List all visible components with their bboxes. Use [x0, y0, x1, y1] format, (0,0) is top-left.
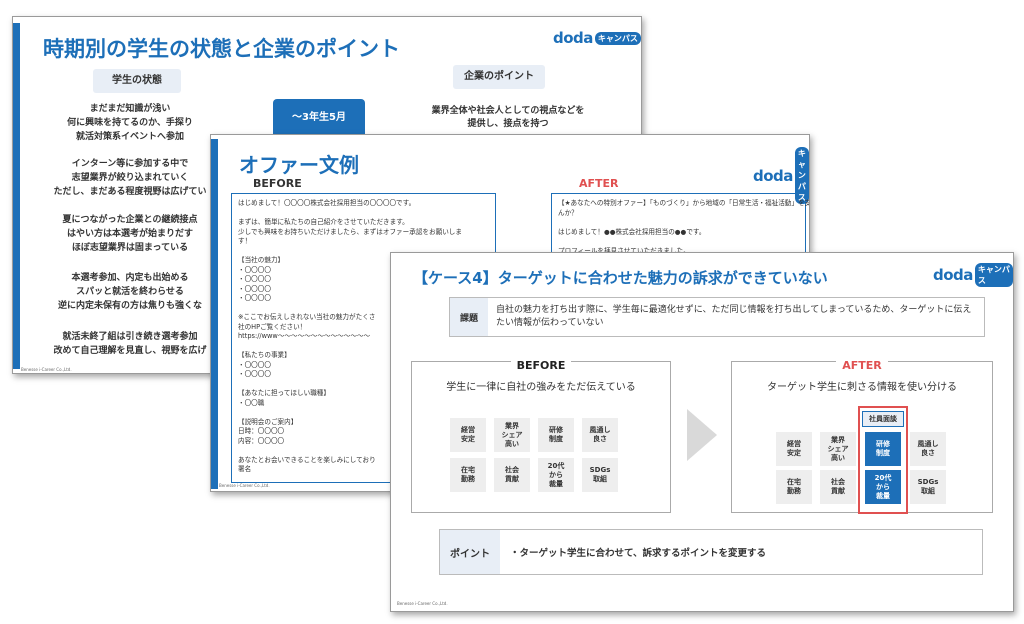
issue-label: 課題 [450, 298, 488, 336]
tile-remote-work: 在宅 勤務 [450, 458, 486, 492]
tile-social-contribution: 社会 貢献 [494, 458, 530, 492]
offer-line: あなたとお会いできることを楽しみにしており [238, 455, 376, 464]
after-offer-text: 【★あなたへの特別オファー】「ものづくり」から地域の「日常生活・福祉活動」を支え… [551, 193, 810, 264]
tile-management-stability: 経営 安定 [450, 418, 486, 452]
before-panel: BEFORE 学生に一律に自社の強みをただ伝えている 経営 安定 業界 シェア … [411, 359, 671, 513]
tile-training-system-highlighted: 研修 制度 [865, 432, 901, 466]
offer-line: 【私たちの事業】 [238, 351, 291, 359]
tile-sdgs: SDGs 取組 [582, 458, 618, 492]
tile-industry-share: 業界 シェア 高い [820, 432, 856, 466]
point-label: ポイント [440, 530, 500, 574]
tile-open-culture: 風通し 良さ [910, 432, 946, 466]
offer-line: 【★あなたへの特別オファー】「ものづくり」から地域の「日常生活・福祉活動」を支え… [558, 199, 810, 207]
tile-management-stability: 経営 安定 [776, 432, 812, 466]
accent-bar [13, 23, 20, 369]
footer-credit: Benesse i-Career Co.,Ltd. [21, 367, 72, 372]
offer-line: 日時：〇〇〇〇 [238, 427, 285, 435]
tile-training-system: 研修 制度 [538, 418, 574, 452]
before-heading: BEFORE [510, 359, 572, 372]
offer-line: プロフィールを拝見させていただきました。 [558, 246, 690, 255]
offer-line: 社のHPご覧ください！ [238, 322, 307, 331]
offer-line: んか？ [558, 208, 578, 217]
before-offer-text: はじめまして！〇〇〇〇株式会社採用担当の〇〇〇〇です。 まずは、簡単に私たちの自… [231, 193, 496, 483]
offer-line: 内容：〇〇〇〇 [238, 436, 285, 445]
offer-line [238, 209, 489, 219]
offer-line: 署名 [238, 465, 252, 473]
issue-text: 自社の魅力を打ち出す際に、学生毎に最適化せずに、ただ同じ情報を打ち出してしまって… [496, 305, 972, 328]
state-block-4: 本選考参加、内定も出始めるスパッと就活を終わらせる逆に内定未保有の方は焦りも強く… [57, 273, 202, 311]
slide3-title: 【ケース4】ターゲットに合わせた魅力の訴求ができていない [413, 269, 828, 287]
after-label: AFTER [579, 177, 619, 190]
slide1-title: 時期別の学生の状態と企業のポイント [43, 37, 400, 61]
student-state-header: 学生の状態 [93, 69, 181, 93]
issue-row: 課題 自社の魅力を打ち出す際に、学生毎に最適化せずに、ただ同じ情報を打ち出してし… [449, 297, 985, 337]
state-block-3: 夏につながった企業との継続接点はやい方は本選考が始まりだすほぼ志望業界は固まって… [62, 215, 198, 253]
after-subtitle: ターゲット学生に刺さる情報を使い分ける [767, 382, 957, 393]
offer-line: 【説明会のご案内】 [238, 417, 298, 426]
offer-line: ・〇〇〇〇 [238, 284, 271, 293]
offer-line: ・〇〇〇〇 [238, 370, 271, 378]
arrow-right-icon [687, 409, 717, 461]
tile-social-contribution: 社会 貢献 [820, 470, 856, 504]
tile-discretion-20s-highlighted: 20代 から 裁量 [865, 470, 901, 504]
offer-line: 【あなたに担ってほしい職種】 [238, 389, 330, 397]
company-point-header: 企業のポイント [453, 65, 545, 89]
before-label: BEFORE [253, 177, 302, 190]
state-block-1: まだまだ知識が浅い何に興味を持てるのか、手探り就活対策系イベントへ参加 [67, 104, 193, 142]
tile-remote-work: 在宅 勤務 [776, 470, 812, 504]
highlight-frame [858, 406, 908, 514]
tile-open-culture: 風通し 良さ [582, 418, 618, 452]
point-row: ポイント ・ターゲット学生に合わせて、訴求するポイントを変更する [439, 529, 983, 575]
offer-line: す！ [238, 237, 252, 245]
offer-line: まずは、簡単に私たちの自己紹介をさせていただきます。 [238, 218, 409, 226]
offer-line: 少しでも興味をお持ちいただけましたら、まずはオファー承認をお願いしま [238, 227, 462, 236]
tile-industry-share: 業界 シェア 高い [494, 418, 530, 452]
period-label: 〜3年生5月 [273, 99, 365, 137]
offer-line [558, 218, 799, 228]
tile-sdgs: SDGs 取組 [910, 470, 946, 504]
offer-line: ・〇〇〇〇 [238, 294, 271, 302]
slide2-title: オファー文例 [239, 153, 359, 177]
offer-line: 【当社の魅力】 [238, 256, 285, 264]
after-heading: AFTER [836, 359, 888, 372]
accent-bar [211, 139, 218, 489]
after-panel: AFTER ターゲット学生に刺さる情報を使い分ける 社員面談 経営 安定 業界 … [731, 359, 993, 514]
state-block-2: インターン等に参加する中で志望業界が絞り込まれていくただし、まだある程度視野は広… [53, 159, 207, 197]
offer-line: ・〇〇職 [238, 398, 265, 407]
offer-line: はじめまして！〇〇〇〇株式会社採用担当の〇〇〇〇です。 [238, 199, 416, 207]
offer-line: ・〇〇〇〇 [238, 275, 271, 283]
tile-discretion-20s: 20代 から 裁量 [538, 458, 574, 492]
offer-line: ・〇〇〇〇 [238, 360, 271, 369]
point-text: ・ターゲット学生に合わせて、訴求するポイントを変更する [510, 548, 767, 559]
highlight-tag: 社員面談 [862, 411, 904, 427]
offer-line: ※ここでお伝えしきれない当社の魅力がたくさ [238, 313, 376, 321]
offer-line: ・〇〇〇〇 [238, 265, 271, 274]
offer-line [558, 237, 799, 247]
footer-credit: Benesse i-Career Co.,Ltd. [219, 483, 270, 488]
offer-line: https://www〜〜〜〜〜〜〜〜〜〜〜〜〜〜 [238, 332, 371, 340]
before-subtitle: 学生に一律に自社の強みをただ伝えている [446, 382, 636, 393]
company-point-text: 業界全体や社会人としての視点などを提供し、接点を持つ [431, 106, 585, 129]
state-block-5: 就活未終了組は引き続き選考参加改めて自己理解を見直し、視野を広げ [53, 332, 207, 356]
offer-line: はじめまして！●●株式会社採用担当の●●です。 [558, 227, 706, 236]
footer-credit: Benesse i-Career Co.,Ltd. [397, 601, 448, 606]
